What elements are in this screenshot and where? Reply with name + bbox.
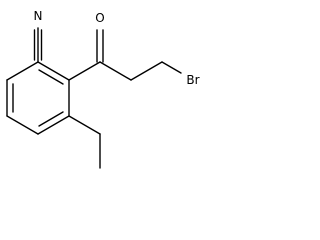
benzene-ring <box>6 61 70 135</box>
ethyl-group <box>68 115 101 169</box>
nitrogen-atom-label: N <box>34 9 43 23</box>
ring-bond-c3-c4 <box>37 115 70 135</box>
bond-ring-to-ethyl-ch2 <box>68 115 101 135</box>
chemical-structure: N O Br <box>6 9 200 169</box>
ring-bond-c6-c1 <box>6 61 39 81</box>
bond-carbonyl-to-ch2 <box>99 61 132 81</box>
bond-ring-to-carbonyl <box>68 61 101 81</box>
ring-bond-c4-c5 <box>6 115 39 135</box>
bond-ch2-to-bromine <box>161 61 182 74</box>
bromopropanoyl-chain: O Br <box>68 11 200 87</box>
bond-ch2-to-ch2 <box>130 61 163 81</box>
ring-double-bond-c1-c2 <box>38 69 64 85</box>
bromine-atom-label: Br <box>186 73 199 87</box>
oxygen-atom-label: O <box>95 11 104 25</box>
nitrile-group: N <box>34 9 43 63</box>
ring-double-bond-c3-c4 <box>38 111 64 127</box>
ring-bond-c1-c2 <box>37 61 70 81</box>
